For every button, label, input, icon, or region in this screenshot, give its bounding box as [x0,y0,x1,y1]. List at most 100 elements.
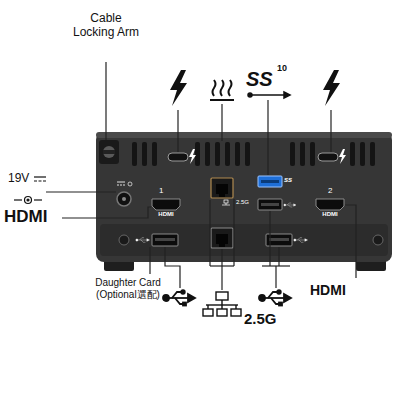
device-body [96,132,392,262]
usb-mark [136,203,308,242]
usb-mark [147,239,150,242]
usb-mark [294,204,296,206]
thunderbolt-icon [170,70,187,106]
superspeed-usb-arrow [250,94,284,96]
leader-line [221,249,222,266]
logo-text: SS [246,68,273,91]
network-mark [226,203,227,205]
leader-line [46,62,356,290]
speed-label: 2.5G [244,310,277,327]
vent-slot [235,142,240,166]
dc-symbol [25,197,32,204]
part-label: Cable Locking Arm [68,12,144,40]
screw [373,235,383,245]
port-label: HDMI [4,207,47,227]
usb-c-port [318,153,338,161]
network-icon [221,300,222,305]
thunderbolt-mark [189,149,196,164]
usb-mark [288,205,292,207]
cable-locking-arm [103,146,115,158]
leader-line [62,207,151,218]
dc-symbol [34,180,46,181]
hdmi-port [316,199,344,210]
screw [119,235,383,245]
screw [119,235,129,245]
leader-line [105,62,106,140]
heat-icon [229,80,232,96]
dc-power-jack [128,182,132,186]
logo-text: 10 [277,63,287,73]
usb-mark [305,239,308,242]
usb-icon [163,290,195,305]
vent-slot [300,142,305,166]
port-marking: SS [284,177,292,184]
hdmi-port [152,199,180,210]
dc-power-jack [117,185,125,186]
device-body [96,132,392,262]
usb-a-port [155,238,175,241]
port-marking: 2.5G [236,199,249,206]
usb-mark [141,240,146,242]
port-number: 1 [159,186,163,195]
usb-mark [287,203,291,205]
usb-icon [188,294,195,302]
usb-mark [284,203,296,207]
usb-icon [279,303,282,306]
ethernet-port [219,194,225,197]
usb-icon [277,290,281,294]
usb-icon [259,290,291,305]
usb-icon [163,295,169,301]
ethernet-port [219,244,225,247]
dc-symbol [14,199,22,200]
dc-power-jack [122,197,126,201]
usb-a-port [269,238,289,241]
port-label: HDMI [310,282,346,298]
dc-power-jack [117,182,125,183]
vent-slot [215,142,220,166]
network-icon [203,292,241,316]
ethernet-port [216,184,228,194]
leader-line [177,110,178,152]
vent-slot [205,142,210,166]
leader-line [46,191,116,192]
dc-symbol [34,176,46,177]
usb-icon [181,290,185,294]
vent-slot [350,142,355,166]
leader-line [275,266,276,288]
thunderbolt-icon [323,70,340,106]
usb-c-port [168,153,188,161]
port-number: 2 [328,186,332,195]
vent-slot [370,142,375,166]
network-icon [203,309,213,316]
dc-symbol [27,199,29,201]
ethernet-port [216,234,228,244]
vent-slot [132,142,375,166]
network-mark [222,200,230,205]
usb-a-port [258,176,282,187]
part-label: Daughter Card (Optional選配) [84,277,172,300]
network-icon [216,292,228,300]
usb-mark [284,204,286,206]
usb-icon [183,303,186,306]
usb-mark [136,239,138,241]
usb-icon [163,290,291,305]
superspeed-usb-arrow [248,93,252,97]
ethernet-port [211,178,233,248]
vent-slot [152,142,157,166]
usb-a-port [261,203,279,206]
vent-slot [195,142,200,166]
leader-line [165,247,180,288]
network-mark [224,200,228,203]
leader-line [269,211,270,266]
heat-icon [210,80,234,100]
ethernet-port [211,178,233,198]
network-icon [217,309,227,316]
usb-mark [298,238,303,240]
cable-locking-arm [103,150,115,154]
usb-icon [284,294,291,302]
voltage-label: 19V [8,172,29,186]
device-body [100,224,388,256]
leader-line [221,266,222,290]
